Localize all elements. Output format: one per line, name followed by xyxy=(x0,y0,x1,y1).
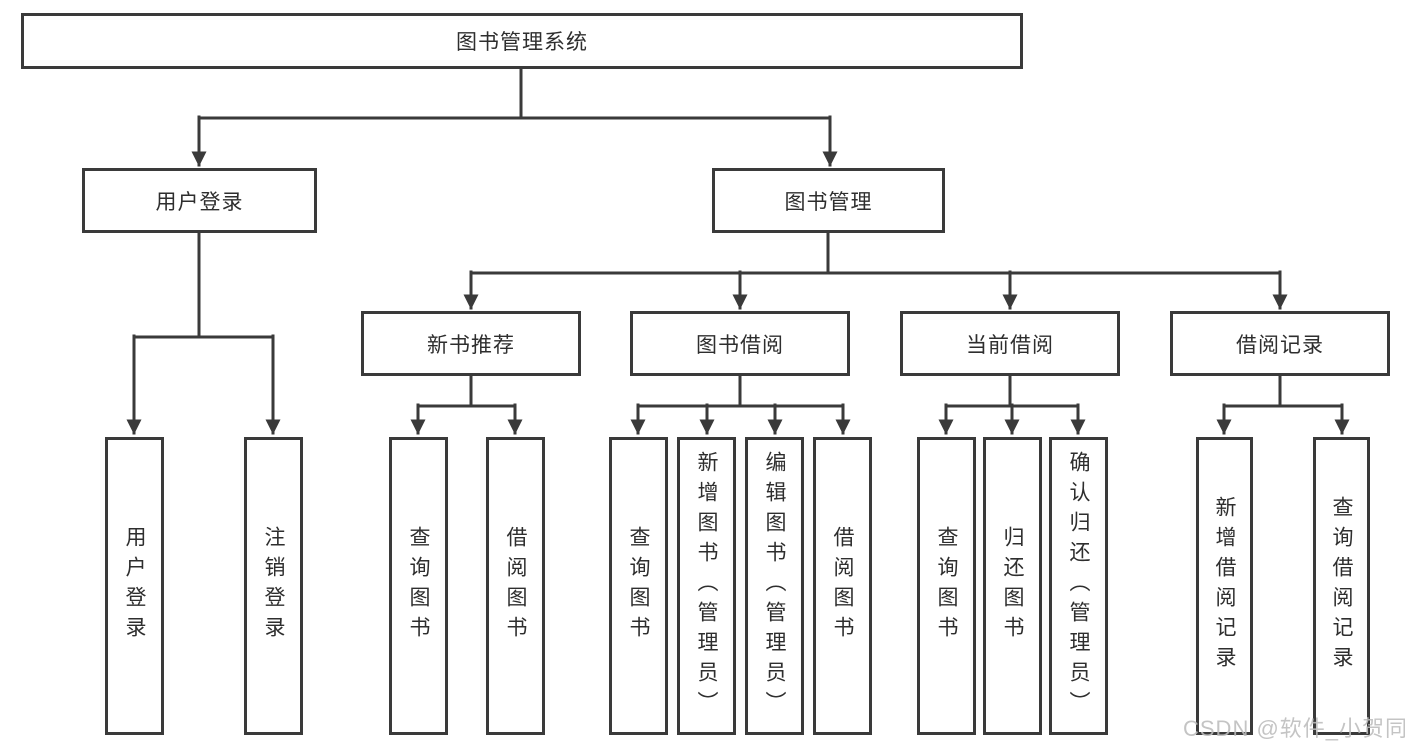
leaf-nb-borrow-books: 借阅图书 xyxy=(486,437,545,735)
node-borrow-records: 借阅记录 xyxy=(1170,311,1390,376)
node-label: 当前借阅 xyxy=(966,333,1054,357)
node-current-borrow: 当前借阅 xyxy=(900,311,1120,376)
node-book-borrow: 图书借阅 xyxy=(630,311,850,376)
node-library-management-system: 图书管理系统 xyxy=(21,13,1023,69)
node-user-login: 用户登录 xyxy=(82,168,317,233)
leaf-label: 借阅图书 xyxy=(831,526,854,646)
leaf-cb-query-books: 查询图书 xyxy=(917,437,976,735)
leaf-label: 归还图书 xyxy=(1001,526,1024,646)
leaf-label: 查询图书 xyxy=(935,526,958,646)
leaf-br-add-borrow-record: 新增借阅记录 xyxy=(1196,437,1253,735)
leaf-br-query-borrow-record: 查询借阅记录 xyxy=(1313,437,1370,735)
node-label: 图书管理 xyxy=(784,190,873,214)
leaf-label: 用户登录 xyxy=(123,526,146,646)
leaf-label: 查询图书 xyxy=(407,526,430,646)
leaf-bb-borrow-books: 借阅图书 xyxy=(813,437,872,735)
leaf-bb-edit-books-admin: 编辑图书（管理员） xyxy=(745,437,804,735)
node-label: 用户登录 xyxy=(155,190,244,214)
node-label: 借阅记录 xyxy=(1236,333,1324,357)
leaf-user-login: 用户登录 xyxy=(105,437,164,735)
leaf-label: 新增图书（管理员） xyxy=(695,451,718,721)
leaf-label: 新增借阅记录 xyxy=(1213,496,1236,676)
node-label: 图书借阅 xyxy=(696,333,784,357)
leaf-bb-add-books-admin: 新增图书（管理员） xyxy=(677,437,736,735)
leaf-bb-query-books: 查询图书 xyxy=(609,437,668,735)
leaf-label: 查询图书 xyxy=(627,526,650,646)
node-label: 图书管理系统 xyxy=(456,31,588,54)
node-book-management: 图书管理 xyxy=(712,168,945,233)
node-label: 新书推荐 xyxy=(427,333,515,357)
leaf-logout-login: 注销登录 xyxy=(244,437,303,735)
leaf-label: 确认归还（管理员） xyxy=(1067,451,1090,721)
watermark: CSDN @软件_小贺同学 xyxy=(1183,716,1405,741)
leaf-label: 查询借阅记录 xyxy=(1330,496,1353,676)
leaf-label: 注销登录 xyxy=(262,526,285,646)
leaf-label: 借阅图书 xyxy=(504,526,527,646)
leaf-cb-confirm-return-admin: 确认归还（管理员） xyxy=(1049,437,1108,735)
node-new-book-recommend: 新书推荐 xyxy=(361,311,581,376)
leaf-nb-query-books: 查询图书 xyxy=(389,437,448,735)
leaf-label: 编辑图书（管理员） xyxy=(763,451,786,721)
leaf-cb-return-books: 归还图书 xyxy=(983,437,1042,735)
